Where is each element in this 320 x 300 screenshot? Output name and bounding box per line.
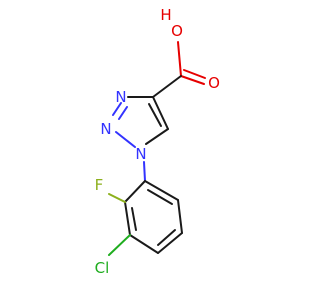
bond-n1-c5	[145, 128, 169, 145]
bond-c4-cooh	[152, 75, 182, 98]
bond-n2-n1	[115, 131, 136, 148]
bond-c-oh	[177, 41, 182, 77]
bond-ring-2	[124, 201, 131, 236]
bonds	[108, 41, 206, 256]
chlorine-label: Cl	[95, 259, 110, 277]
bond-c-cl	[108, 234, 131, 256]
bond-c-f	[108, 193, 126, 203]
bond-ring-4	[157, 232, 183, 254]
bond-ring-6-inner	[147, 189, 173, 205]
bond-ring-6	[144, 180, 179, 201]
triazole-n2-label: N	[100, 120, 111, 138]
atom-labels: H O O N N N F Cl	[95, 6, 220, 277]
triazole-n3-label: N	[115, 88, 126, 106]
bond-ring-1	[124, 180, 146, 203]
fluorine-label: F	[95, 176, 104, 194]
bond-n3-n2-1	[112, 102, 122, 116]
bond-c-o-double-2	[183, 69, 206, 79]
bond-c-o-double-1	[180, 75, 205, 85]
molecule-structure-diagram: H O O N N N F Cl	[95, 6, 220, 277]
bond-n3-n2-2	[118, 106, 128, 120]
bond-ring-4-inner	[157, 229, 176, 246]
carbonyl-o-label: O	[208, 74, 220, 92]
hydroxyl-h-label: H	[160, 6, 171, 24]
bond-ring-5	[177, 199, 183, 234]
hydroxyl-o-label: O	[171, 22, 183, 40]
bond-ring-3	[129, 234, 159, 254]
bond-c5-c4-1	[152, 96, 169, 130]
bond-n1-c1prime	[143, 161, 146, 182]
triazole-n1-label: N	[135, 145, 146, 163]
bond-ring-2-inner	[131, 207, 137, 231]
bond-c5-c4-2	[148, 103, 162, 127]
